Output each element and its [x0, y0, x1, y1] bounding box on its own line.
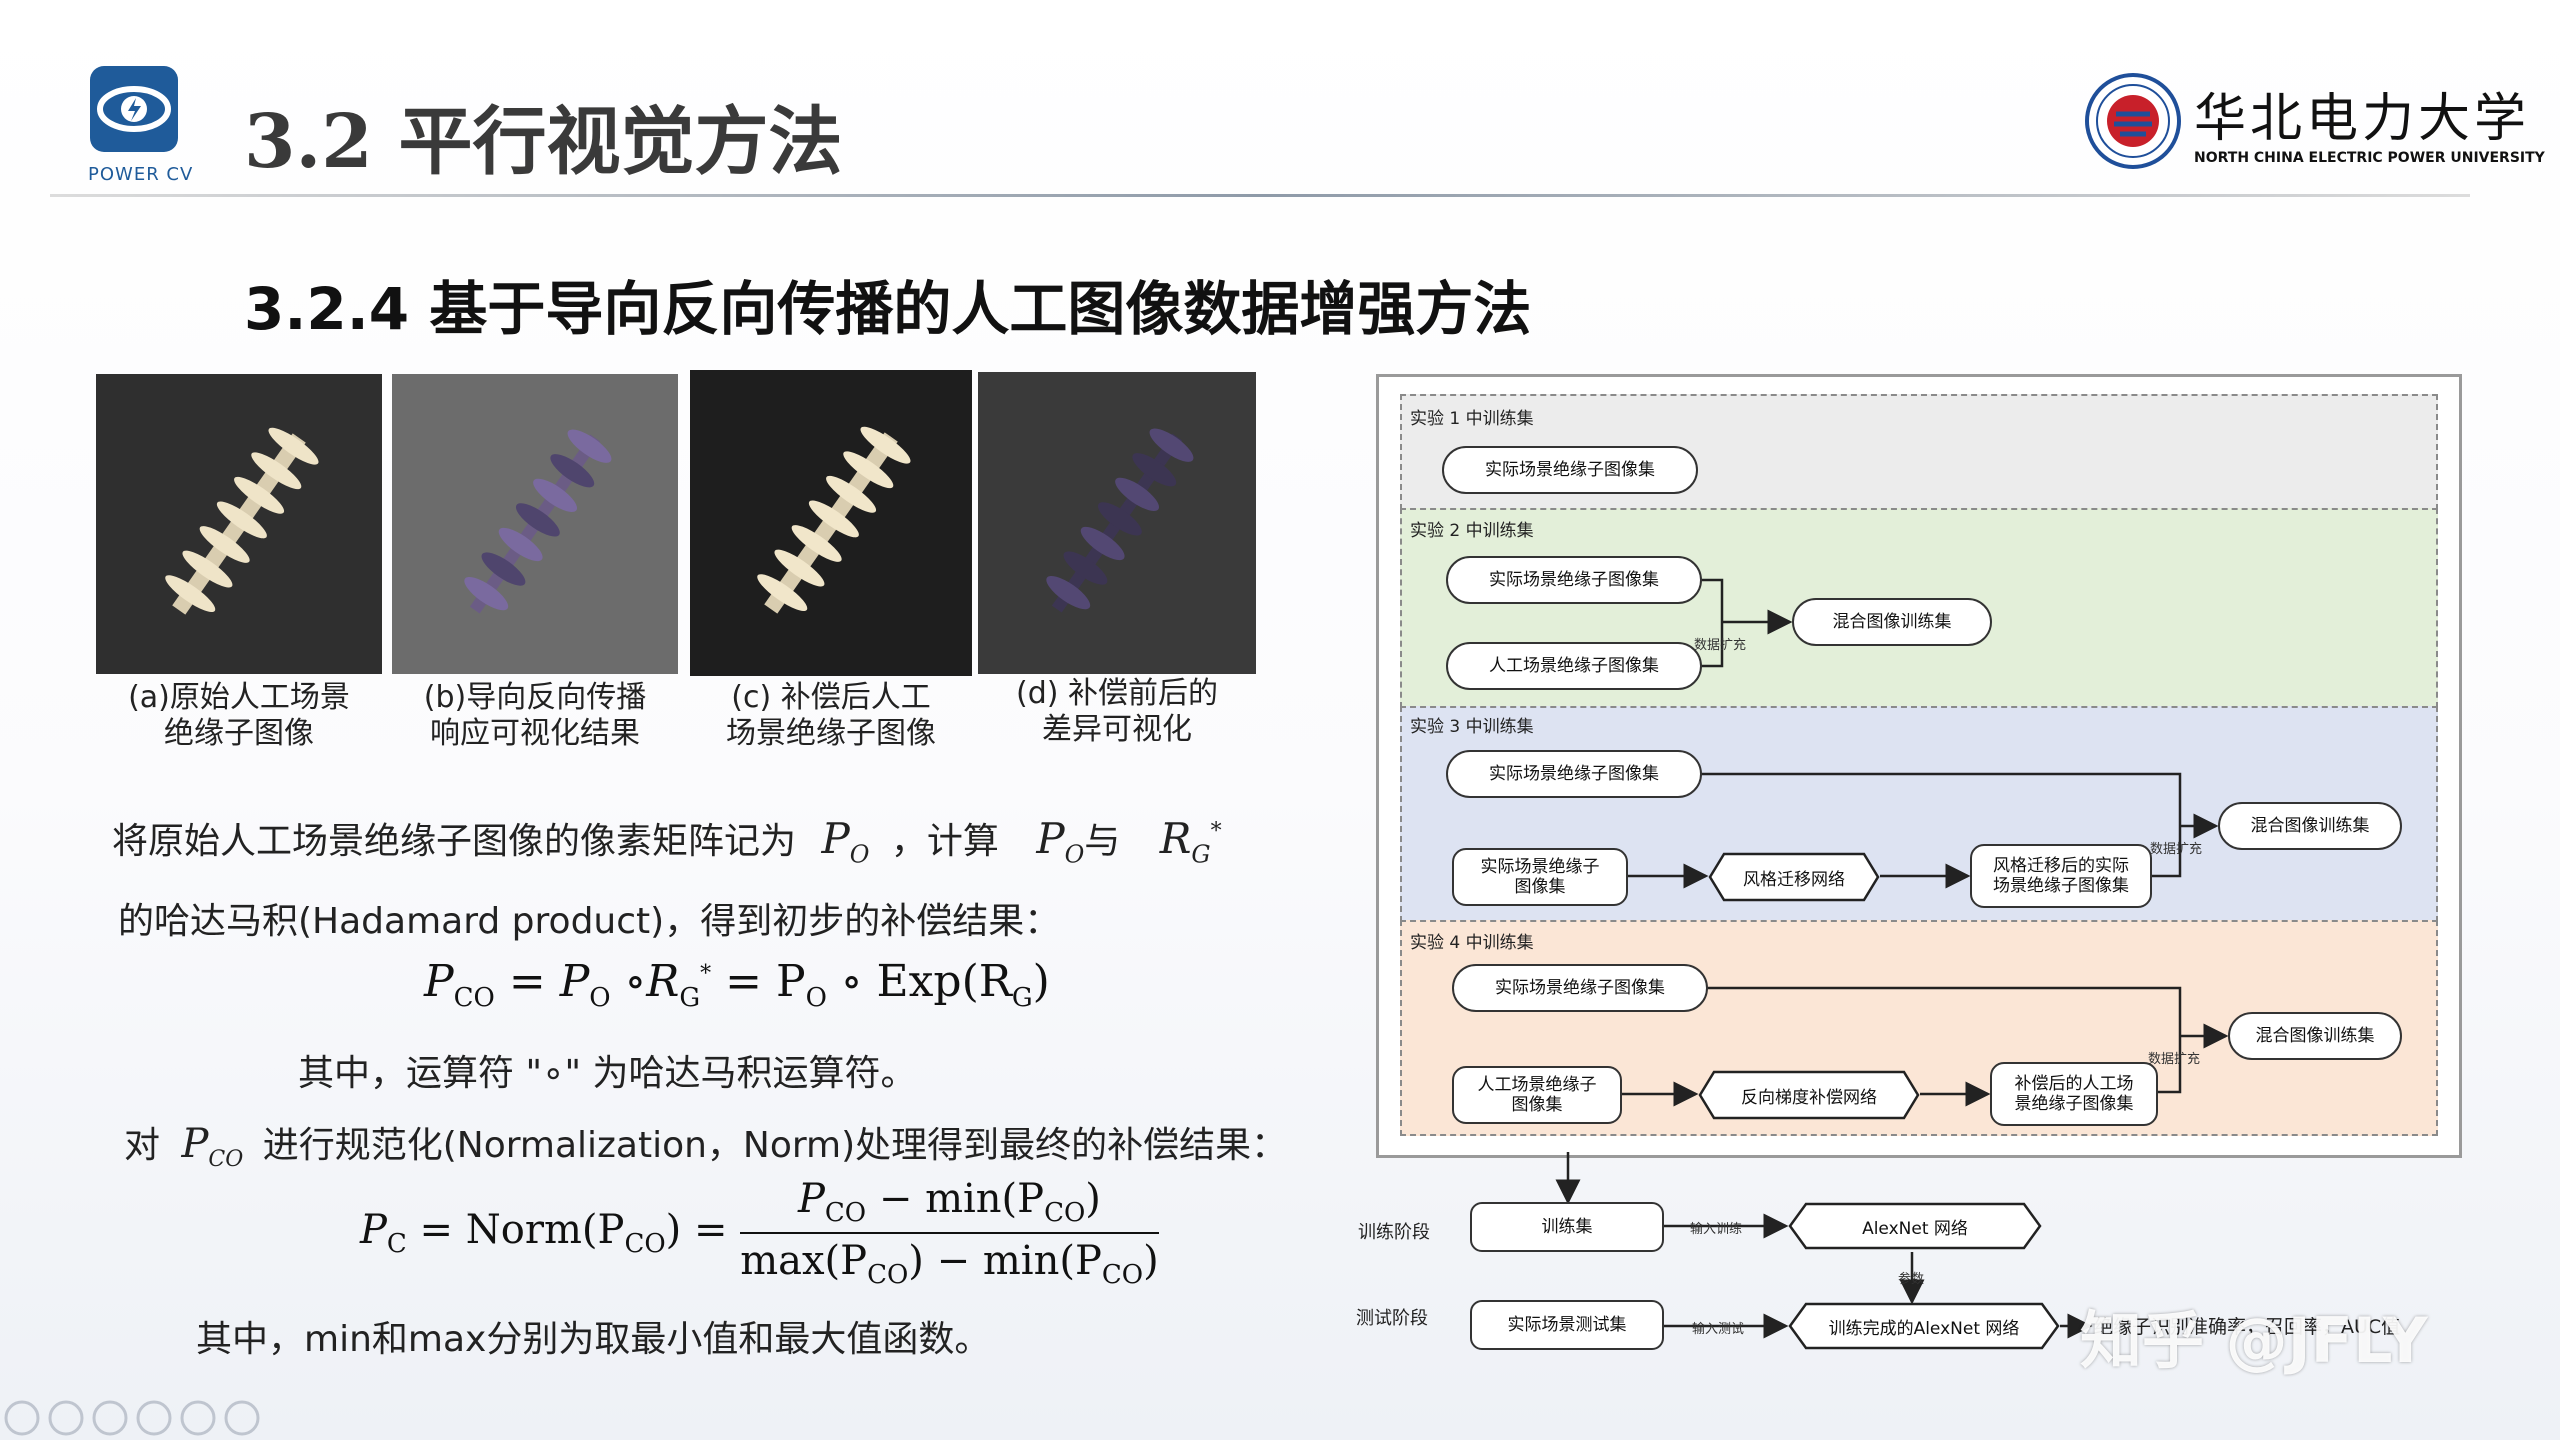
figure-caption-b: (b)导向反向传播 响应可视化结果	[392, 680, 678, 752]
section-subtitle: 3.2.4 基于导向反向传播的人工图像数据增强方法	[244, 275, 1532, 343]
paragraph-5: 其中，min和max分别为取最小值和最大值函数。	[196, 1319, 991, 1360]
node-train-set: 训练集	[1470, 1202, 1664, 1252]
stage-label-test: 测试阶段	[1356, 1308, 1428, 1329]
paragraph-1: 将原始人工场景绝缘子图像的像素矩阵记为 PO ，计算 PO与 RG*	[112, 812, 1222, 868]
caption-line: (a)原始人工场景	[128, 680, 350, 715]
figure-caption-c: (c) 补偿后人工 场景绝缘子图像	[690, 680, 972, 752]
fraction: PCO − min(PCO) max(PCO) − min(PCO)	[740, 1176, 1159, 1290]
symbol-p-co: PCO	[181, 1121, 244, 1172]
section-label: 实验 2 中训练集	[1410, 521, 1534, 541]
formula-hadamard: PCO = PO ∘RG* = PO ∘ Exp(RG)	[424, 956, 1050, 1013]
figure-compensated-image	[690, 370, 972, 676]
node-real-insulator-set-2: 实际场景绝缘子图像集	[1452, 848, 1628, 906]
eye-icon	[97, 86, 171, 132]
power-cv-logo	[90, 66, 178, 152]
zoom-icon	[180, 1400, 216, 1436]
page-title: 3.2 平行视觉方法	[244, 99, 843, 185]
node-compensated-set: 补偿后的人工场景绝缘子图像集	[1990, 1062, 2158, 1126]
figure-guided-backprop-response	[392, 374, 678, 674]
section-label: 实验 1 中训练集	[1410, 409, 1534, 429]
university-name-en: NORTH CHINA ELECTRIC POWER UNIVERSITY	[2194, 150, 2545, 166]
node-alexnet: AlexNet 网络	[1788, 1202, 2042, 1250]
figure-original-image	[96, 374, 382, 674]
figure-difference-visualization	[978, 372, 1256, 674]
symbol-p-o: PO	[821, 814, 870, 869]
formula-normalization: PC = Norm(PCO) = PCO − min(PCO) max(PCO)…	[360, 1176, 1159, 1290]
node-mixed-train-set: 混合图像训练集	[1792, 598, 1992, 646]
university-seal-icon	[2084, 72, 2182, 174]
figure-caption-a: (a)原始人工场景 绝缘子图像	[96, 680, 382, 752]
node-artificial-insulator-set: 人工场景绝缘子图像集	[1446, 642, 1702, 690]
more-icon	[224, 1400, 260, 1436]
node-real-insulator-set: 实际场景绝缘子图像集	[1452, 964, 1708, 1012]
node-mixed-train-set: 混合图像训练集	[2228, 1012, 2402, 1060]
node-real-insulator-set: 实际场景绝缘子图像集	[1446, 750, 1702, 798]
text-span: 进行规范化(Normalization，Norm)处理得到最终的补偿结果：	[262, 1125, 1288, 1166]
node-real-insulator-set: 实际场景绝缘子图像集	[1446, 556, 1702, 604]
node-mixed-train-set: 混合图像训练集	[2218, 802, 2402, 850]
paragraph-2: 的哈达马积(Hadamard product)，得到初步的补偿结果：	[118, 901, 1061, 942]
edge-label-expand: 数据扩充	[2148, 1052, 2201, 1067]
caption-line: (d) 补偿前后的	[1016, 676, 1218, 711]
logo-caption: POWER CV	[88, 164, 194, 185]
paragraph-4: 对 PCO 进行规范化(Normalization，Norm)处理得到最终的补偿…	[124, 1116, 1287, 1172]
text-span: 将原始人工场景绝缘子图像的像素矩阵记为	[112, 821, 797, 862]
caption-line: 响应可视化结果	[430, 716, 640, 751]
caption-line: (c) 补偿后人工	[731, 680, 931, 715]
edit-icon	[92, 1400, 128, 1436]
edge-label-params: 参数	[1898, 1272, 1925, 1287]
edge-label-expand: 数据扩充	[1694, 638, 1747, 653]
edge-label-expand: 数据扩充	[2150, 842, 2203, 857]
caption-line: 差异可视化	[1042, 712, 1192, 747]
header-divider	[50, 194, 2470, 197]
section-label: 实验 4 中训练集	[1410, 933, 1534, 953]
text-span: 与	[1084, 821, 1121, 862]
caption-line: (b)导向反向传播	[423, 680, 647, 715]
university-name-cn: 华北电力大学	[2194, 89, 2531, 149]
paragraph-3: 其中，运算符 "∘" 为哈达马积运算符。	[298, 1053, 917, 1094]
node-style-transfer-network: 风格迁移网络	[1708, 852, 1880, 902]
prev-icon	[48, 1400, 84, 1436]
edge-label-input-train: 输入训练	[1690, 1222, 1743, 1237]
stage-label-train: 训练阶段	[1358, 1222, 1430, 1243]
figure-caption-d: (d) 补偿前后的 差异可视化	[978, 676, 1256, 748]
edge-label-input-test: 输入测试	[1692, 1322, 1745, 1337]
watermark: 知乎 @JFLY	[2080, 1304, 2428, 1377]
section-label: 实验 3 中训练集	[1410, 717, 1534, 737]
node-trained-alexnet: 训练完成的AlexNet 网络	[1788, 1302, 2060, 1350]
node-real-insulator-set: 实际场景绝缘子图像集	[1442, 446, 1698, 494]
play-icon	[4, 1400, 40, 1436]
copy-icon	[136, 1400, 172, 1436]
player-controls	[4, 1400, 260, 1436]
text-span: 对	[124, 1125, 161, 1166]
node-artificial-insulator-set: 人工场景绝缘子图像集	[1452, 1066, 1622, 1124]
node-evaluation-metrics: 绝缘子识别准确率，召回率，AUC值	[2094, 1316, 2401, 1338]
node-style-transferred-set: 风格迁移后的实际场景绝缘子图像集	[1970, 844, 2152, 908]
text-span: ，计算	[890, 821, 999, 862]
symbol-p-o: PO	[1036, 814, 1085, 869]
node-test-set: 实际场景测试集	[1470, 1300, 1664, 1350]
caption-line: 绝缘子图像	[164, 716, 314, 751]
caption-line: 场景绝缘子图像	[726, 716, 936, 751]
symbol-r-g-star: RG*	[1159, 814, 1222, 869]
node-reverse-gradient-network: 反向梯度补偿网络	[1698, 1070, 1920, 1120]
